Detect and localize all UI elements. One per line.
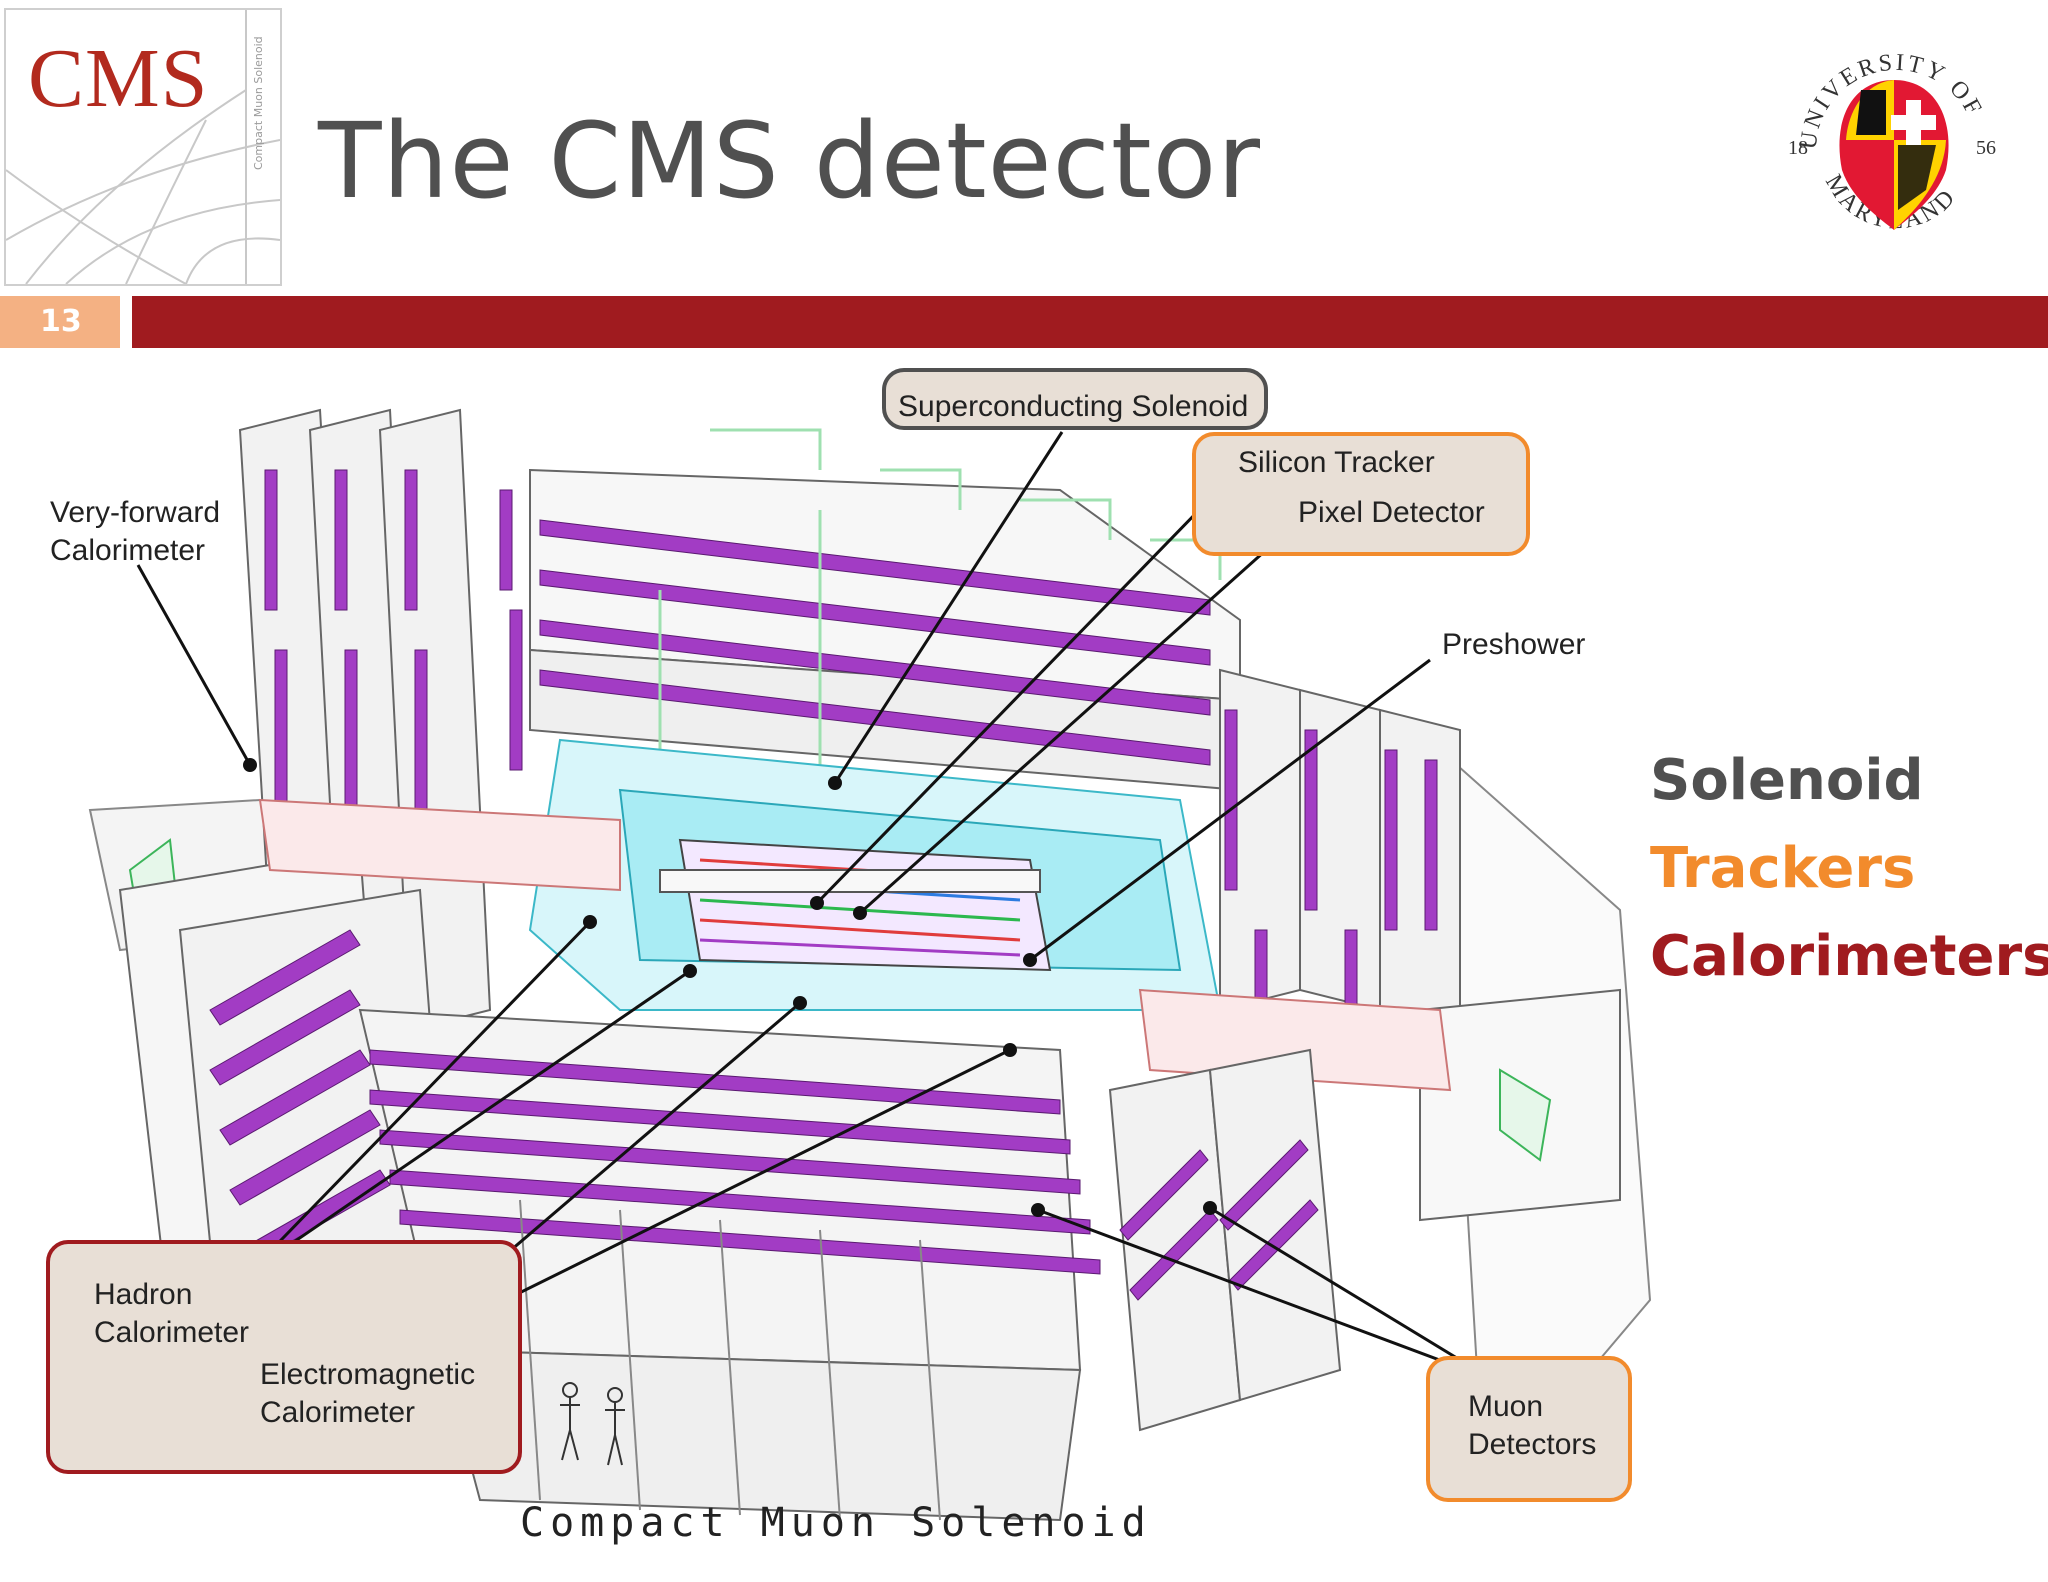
header-divider-bar (132, 296, 2048, 348)
page-title: The CMS detector (318, 100, 1262, 222)
very-forward-label-line2: Calorimeter (50, 534, 206, 567)
muon-label-line2: Detectors (1468, 1428, 1597, 1461)
cms-logo-text: CMS (28, 32, 209, 125)
cms-logo-subtext: Compact Muon Solenoid (252, 36, 265, 170)
seal-year-left: 18 (1788, 137, 1808, 159)
calorimeter-box (46, 1240, 522, 1474)
legend-calorimeters: Calorimeters (1650, 924, 2048, 989)
seal-year-right: 56 (1976, 137, 1996, 159)
cms-logo-tracks (6, 10, 280, 284)
muon-detectors-box (1426, 1356, 1632, 1502)
em-label-line1: Electromagnetic (260, 1358, 476, 1391)
hadron-label-line2: Calorimeter (94, 1316, 250, 1349)
cms-logo: CMS Compact Muon Solenoid (4, 8, 282, 286)
diagram-caption: Compact Muon Solenoid (520, 1500, 1152, 1546)
slide-number: 13 (0, 296, 120, 348)
silicon-tracker-box (1192, 432, 1530, 556)
umd-seal-icon: UNIVERSITY OF MARYLAND 18 56 (1788, 50, 1996, 235)
legend-solenoid: Solenoid (1650, 748, 1924, 813)
preshower-label: Preshower (1442, 628, 1586, 661)
silicon-tracker-label: Silicon Tracker (1238, 446, 1435, 479)
university-seal: UNIVERSITY OF MARYLAND 18 56 (1786, 30, 2002, 260)
very-forward-label-line1: Very-forward (50, 496, 221, 529)
em-label-line2: Calorimeter (260, 1396, 416, 1429)
cms-detector-diagram: Superconducting Solenoid Silicon Tracker… (46, 368, 1660, 1570)
legend-trackers: Trackers (1650, 836, 1916, 901)
superconducting-solenoid-label: Superconducting Solenoid (898, 390, 1249, 423)
pixel-detector-label: Pixel Detector (1298, 496, 1485, 529)
hadron-label-line1: Hadron (94, 1278, 193, 1311)
superconducting-solenoid-box (882, 368, 1268, 430)
muon-label-line1: Muon (1468, 1390, 1544, 1423)
